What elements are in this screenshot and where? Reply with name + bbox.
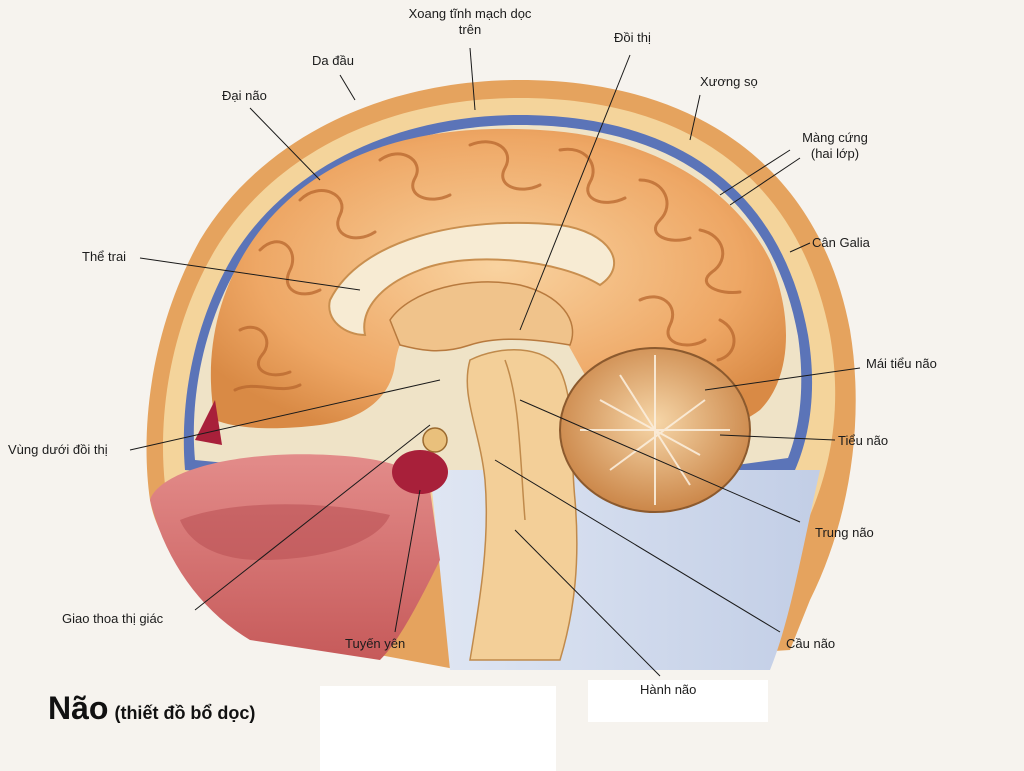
title-sub: (thiết đồ bổ dọc) (114, 703, 256, 723)
label-dai-nao: Đại não (222, 88, 267, 103)
thalamus (389, 281, 574, 352)
label-mai-tieu-nao: Mái tiểu não (866, 356, 937, 371)
brainstem (466, 349, 578, 661)
label-the-trai: Thể trai (82, 249, 127, 264)
label-tieu-nao: Tiểu não (838, 433, 889, 448)
label-vung-duoi-doi-thi: Vùng dưới đồi thị (8, 442, 108, 457)
title-main: Não (48, 690, 109, 726)
pituitary (392, 450, 448, 494)
label-xoang-tinh-mach: Xoang tĩnh mạch dọc trên (408, 6, 532, 37)
leader-lines (129, 47, 861, 677)
label-giao-thoa-thi-giac: Giao thoa thị giác (62, 611, 164, 626)
label-cau-nao: Cầu não (786, 636, 836, 651)
label-mang-cung: Màng cứng (hai lớp) (802, 130, 868, 161)
label-trung-nao: Trung não (815, 525, 874, 540)
label-doi-thi: Đồi thị (614, 30, 651, 45)
label-da-dau: Da đầu (312, 53, 354, 68)
label-can-galia: Cân Galia (812, 235, 870, 250)
diagram-title: Não(thiết đồ bổ dọc) (48, 690, 255, 727)
corpus-callosum (328, 221, 616, 337)
label-tuyen-yen: Tuyến yên (345, 636, 406, 651)
label-xuong-so: Xương sọ (700, 74, 758, 89)
label-hanh-nao: Hành não (640, 682, 697, 697)
